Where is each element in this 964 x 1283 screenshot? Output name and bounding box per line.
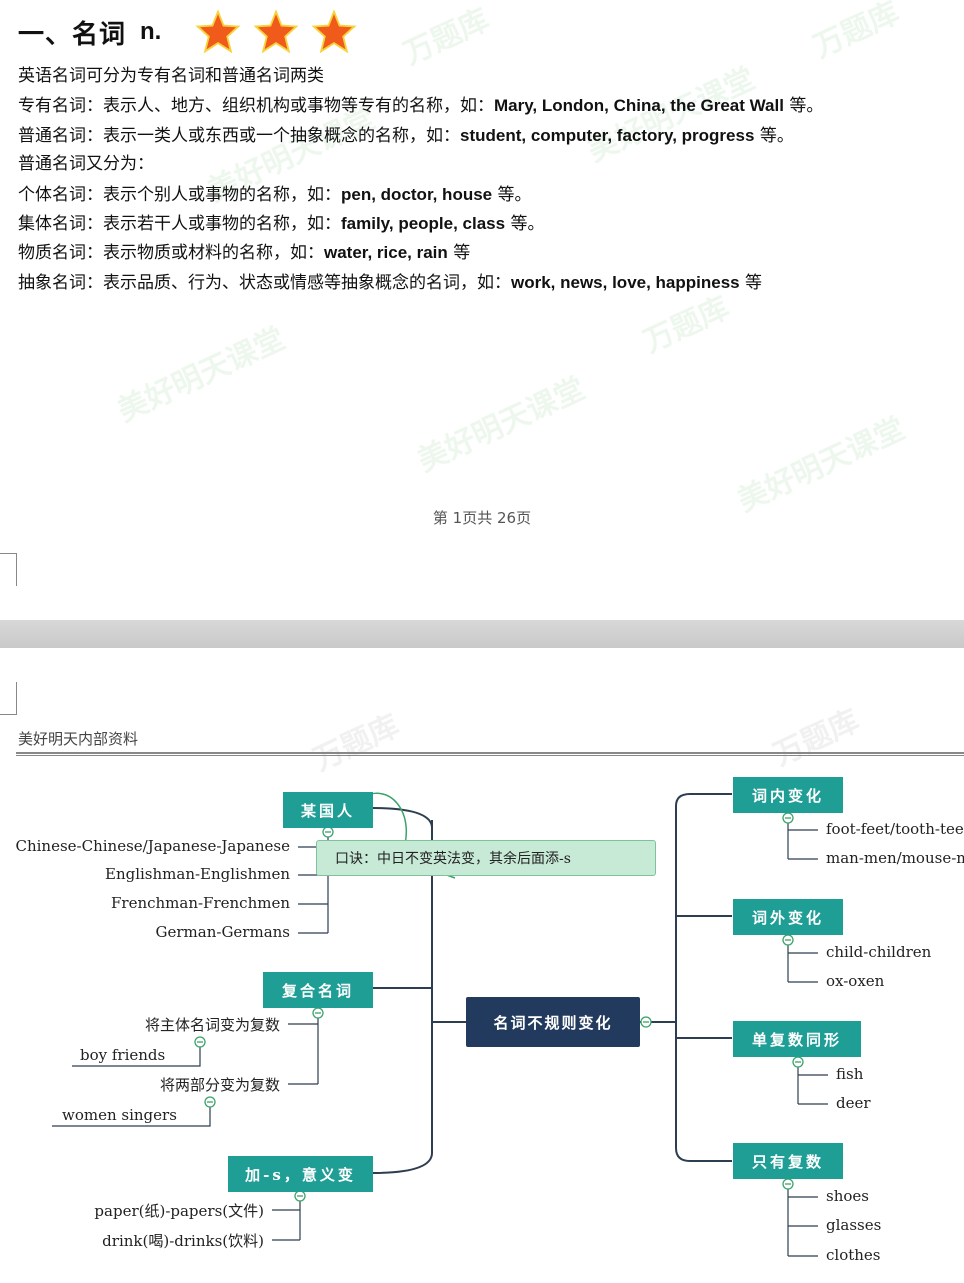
line-examples: water, rice, rain [324, 243, 448, 263]
watermark: 美好明天课堂 [412, 371, 591, 480]
branch-suffix-change: 词外变化 [733, 899, 843, 935]
line-examples: student, computer, factory, progress [460, 125, 755, 145]
leaf-item: 将主体名词变为复数 [144, 1016, 280, 1034]
text-line: 普通名词又分为： [18, 150, 964, 179]
heading-text: 一、名词 [18, 19, 127, 50]
star-icon [311, 9, 357, 54]
heading-pos: n. [140, 18, 162, 45]
text-line: 抽象名词：表示品质、行为、状态或情感等抽象概念的名词，如：work, news,… [18, 268, 964, 297]
text-line: 集体名词：表示若干人或事物的名称，如：family, people, class… [18, 209, 964, 238]
rating-stars [195, 9, 357, 55]
watermark: 美好明天课堂 [112, 321, 291, 430]
star-icon [195, 9, 241, 54]
line-suffix: 等 [739, 272, 763, 293]
line-text: 抽象名词：表示品质、行为、状态或情感等抽象概念的名词，如： [18, 272, 511, 293]
line-examples: work, news, love, happiness [511, 272, 740, 292]
text-line: 物质名词：表示物质或材料的名称，如：water, rice, rain 等 [18, 238, 964, 267]
line-suffix: 等 [447, 243, 471, 264]
branch-nationality: 某国人 [283, 792, 373, 828]
body-text: 英语名词可分为专有名词和普通名词两类 专有名词：表示人、地方、组织机构或事物等专… [18, 62, 964, 297]
leaf-item: clothes [826, 1246, 881, 1264]
leaf-item: boy friends [80, 1046, 166, 1064]
text-line: 普通名词：表示一类人或东西或一个抽象概念的名称，如：student, compu… [18, 121, 964, 150]
branch-plural-meaning-change: 加-s，意义变 [228, 1156, 373, 1192]
page-gap [0, 620, 964, 648]
line-text: 个体名词：表示个别人或事物的名称，如： [18, 184, 341, 205]
line-examples: pen, doctor, house [341, 184, 493, 204]
watermark: 美好明天课堂 [732, 411, 911, 520]
line-examples: Mary, London, China, the Great Wall [494, 96, 784, 116]
branch-plural-only: 只有复数 [733, 1143, 843, 1179]
leaf-item: deer [836, 1094, 871, 1112]
line-suffix: 等。 [783, 96, 824, 117]
line-suffix: 等。 [505, 213, 545, 234]
document-page-1: 万题库 万题库 美好明天课堂 美好明天课堂 万题库 美好明天课堂 美好明天课堂 … [0, 0, 964, 620]
line-text: 普通名词：表示一类人或东西或一个抽象概念的名称，如： [18, 125, 460, 146]
branch-same-form: 单复数同形 [733, 1021, 861, 1057]
page-header: 美好明天内部资料 [18, 730, 139, 748]
page-number: 第 1页共 26页 [432, 509, 532, 527]
header-rule [16, 752, 964, 756]
leaf-item: women singers [62, 1106, 177, 1124]
line-suffix: 等。 [754, 125, 794, 146]
line-text: 集体名词：表示若干人或事物的名称，如： [18, 213, 341, 234]
crop-mark [0, 553, 17, 586]
leaf-item: ox-oxen [826, 972, 885, 990]
mnemonic-note: 口诀：中日不变英法变，其余后面添-s [316, 840, 656, 876]
leaf-item: glasses [826, 1216, 882, 1234]
mindmap: 名词不规则变化 口诀：中日不变英法变，其余后面添-s 某国人 复合名词 加-s，… [0, 648, 964, 1283]
leaf-item: shoes [826, 1187, 869, 1205]
line-text: 物质名词：表示物质或材料的名称，如： [18, 243, 324, 264]
leaf-item: drink(喝)-drinks(饮料) [102, 1232, 264, 1250]
document-page-2: 万题库 万题库 美好明天内部资料 [0, 648, 964, 1283]
star-icon [253, 9, 299, 54]
leaf-item: Englishman-Englishmen [105, 865, 290, 883]
leaf-item: Frenchman-Frenchmen [110, 894, 290, 912]
leaf-item: 将两部分变为复数 [159, 1076, 280, 1094]
leaf-item: paper(纸)-papers(文件) [94, 1202, 264, 1220]
leaf-item: foot-feet/tooth-teeth [826, 820, 964, 838]
watermark: 万题库 [808, 0, 905, 66]
text-line: 个体名词：表示个别人或事物的名称，如：pen, doctor, house 等。 [18, 180, 964, 209]
text-line: 专有名词：表示人、地方、组织机构或事物等专有的名称，如：Mary, London… [18, 91, 964, 120]
text-line: 英语名词可分为专有名词和普通名词两类 [18, 62, 964, 91]
line-examples: family, people, class [341, 213, 506, 233]
branch-compound-noun: 复合名词 [263, 972, 373, 1008]
line-text: 英语名词可分为专有名词和普通名词两类 [18, 66, 324, 86]
leaf-item: fish [836, 1065, 864, 1083]
line-text: 普通名词又分为： [18, 154, 154, 175]
section-heading: 一、名词 n. [18, 9, 357, 55]
leaf-item: German-Germans [155, 923, 290, 941]
crop-mark [0, 682, 17, 715]
mindmap-center-node: 名词不规则变化 [466, 997, 640, 1047]
line-text: 专有名词：表示人、地方、组织机构或事物等专有的名称，如： [18, 96, 494, 117]
leaf-item: child-children [826, 943, 932, 961]
leaf-item: Chinese-Chinese/Japanese-Japanese [15, 837, 290, 855]
mindmap-connectors [52, 792, 828, 1257]
leaf-item: man-men/mouse-mice [826, 849, 964, 867]
line-suffix: 等。 [492, 184, 532, 205]
branch-internal-change: 词内变化 [733, 777, 843, 813]
